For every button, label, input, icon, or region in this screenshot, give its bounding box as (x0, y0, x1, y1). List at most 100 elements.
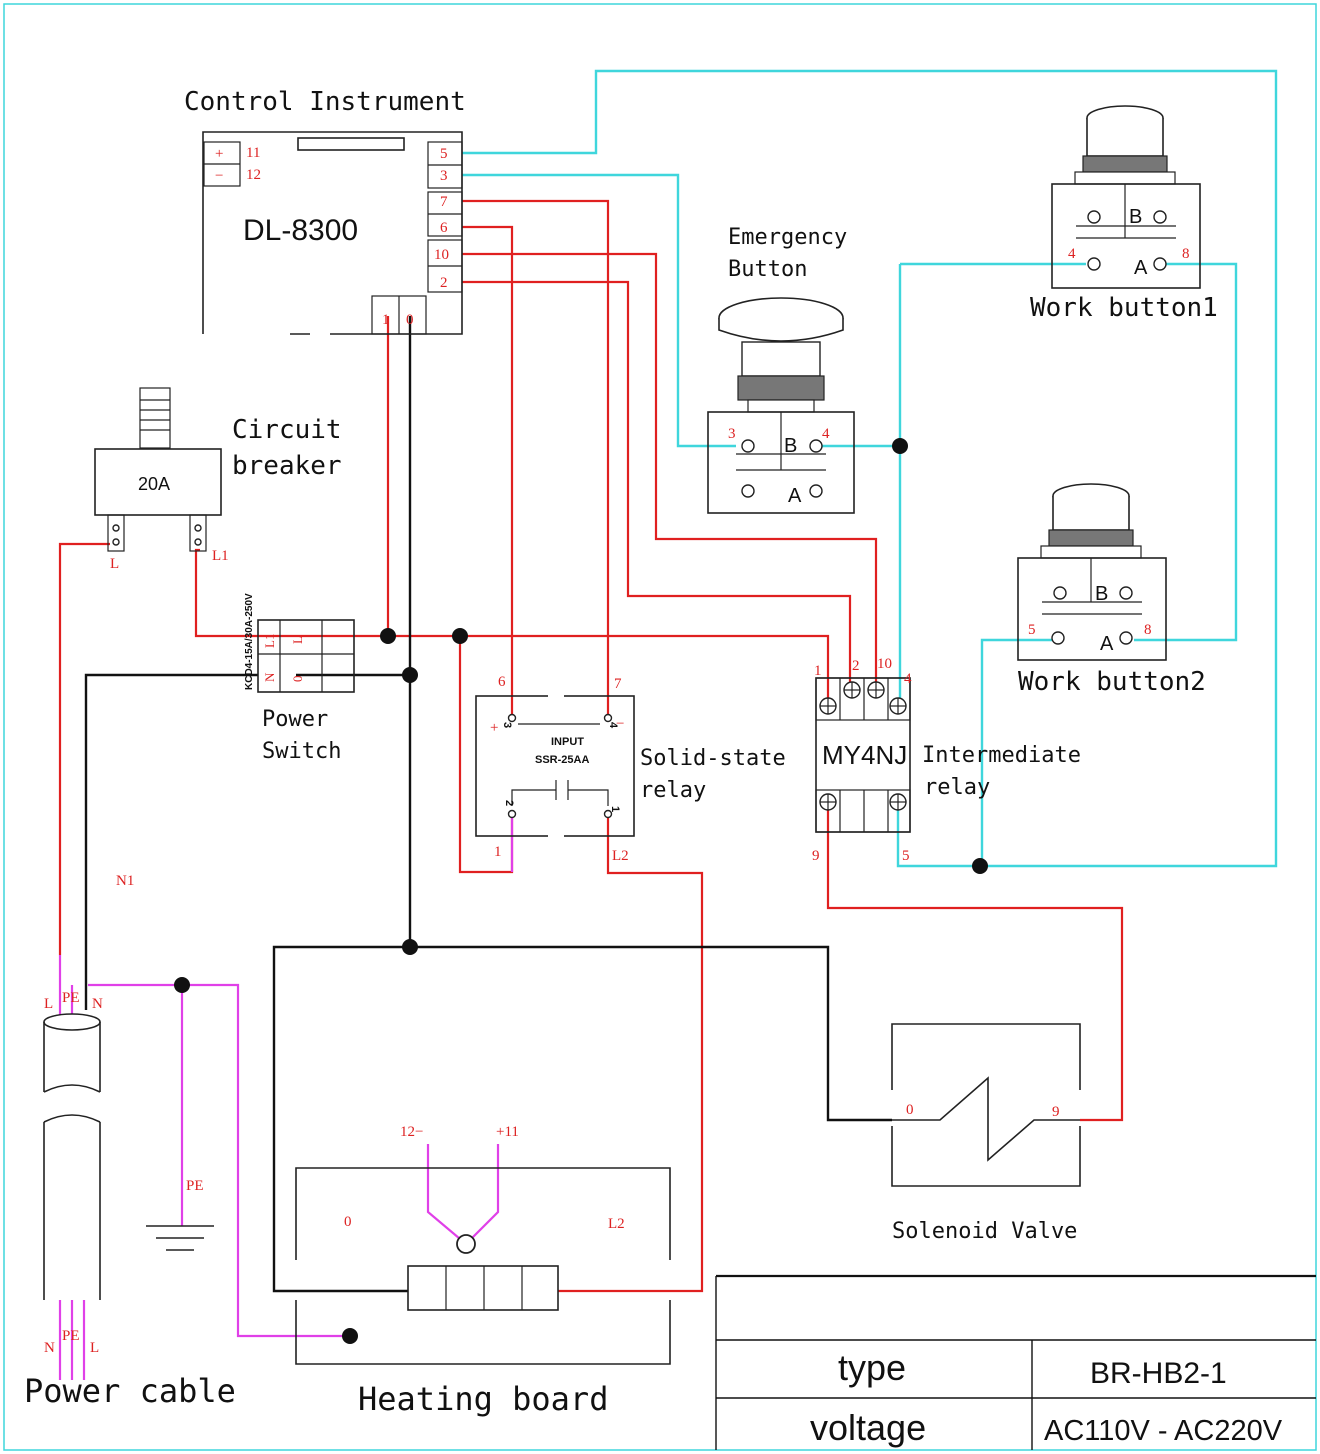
svg-text:9: 9 (812, 848, 820, 864)
svg-text:11: 11 (246, 145, 260, 161)
spec-type-value: BR-HB2-1 (1090, 1357, 1227, 1390)
svg-text:4: 4 (1068, 246, 1076, 262)
wires-neutral-black (84, 316, 892, 1293)
control-instrument-model: DL-8300 (243, 214, 358, 247)
n1-label: N1 (116, 873, 134, 889)
svg-text:PE: PE (62, 990, 80, 1006)
svg-text:−: − (616, 716, 624, 732)
ssr-title-2: relay (640, 778, 706, 803)
svg-text:1: 1 (609, 806, 621, 812)
spec-type-label: type (838, 1347, 906, 1388)
junction-nodes (174, 438, 988, 1344)
breaker-rating: 20A (138, 474, 170, 494)
svg-text:A: A (1100, 633, 1114, 655)
emergency-button: Emergency Button 3 4 B A (707, 225, 855, 514)
svg-text:L2: L2 (608, 1216, 625, 1232)
svg-text:7: 7 (440, 194, 448, 210)
svg-text:2: 2 (852, 658, 860, 674)
svg-text:INPUT: INPUT (551, 736, 584, 748)
svg-text:L: L (290, 636, 305, 644)
emergency-title-1: Emergency (728, 225, 847, 250)
emergency-title-2: Button (728, 257, 807, 282)
switch-title-1: Power (262, 707, 328, 732)
svg-text:N: N (44, 1340, 55, 1356)
switch-rating: KCD4-15A/30A-250V (244, 593, 255, 690)
relay-title-1: Intermediate (922, 743, 1081, 768)
svg-text:3: 3 (440, 168, 448, 184)
power-switch: KCD4-15A/30A-250V L1 L N 0 Power Switch (244, 593, 355, 764)
svg-text:B: B (784, 435, 797, 457)
svg-text:4: 4 (607, 722, 619, 729)
heating-board-title: Heating board (358, 1380, 608, 1418)
svg-text:PE: PE (62, 1328, 80, 1344)
control-instrument: Control Instrument + 11 − 12 DL-8300 5 3… (184, 87, 466, 335)
spec-voltage-label: voltage (810, 1407, 926, 1448)
svg-text:0: 0 (406, 312, 414, 328)
wires-earth-magenta (58, 816, 514, 1380)
work-button-2: 5 8 B A Work button2 (1017, 483, 1206, 697)
svg-text:+: + (490, 720, 498, 736)
spec-table: type BR-HB2-1 voltage AC110V - AC220V (715, 1274, 1316, 1450)
svg-text:B: B (1095, 583, 1108, 605)
solenoid-valve: 0 9 Solenoid Valve (891, 1023, 1081, 1244)
svg-text:4: 4 (904, 671, 912, 687)
svg-text:L1: L1 (262, 634, 277, 648)
svg-text:L1: L1 (212, 548, 229, 564)
spec-voltage-value: AC110V - AC220V (1044, 1415, 1283, 1447)
ssr-title-1: Solid-state (640, 746, 786, 771)
svg-text:B: B (1129, 206, 1142, 228)
svg-text:L: L (90, 1340, 99, 1356)
svg-text:L: L (110, 556, 119, 572)
svg-text:L2: L2 (612, 848, 629, 864)
svg-text:PE: PE (186, 1178, 204, 1194)
svg-text:1: 1 (382, 312, 390, 328)
svg-text:5: 5 (440, 146, 448, 162)
svg-text:L: L (44, 996, 53, 1012)
circuit-breaker: 20A L L1 Circuit breaker (94, 387, 342, 572)
svg-text:12−: 12− (400, 1124, 423, 1140)
svg-text:3: 3 (728, 426, 736, 442)
relay-title-2: relay (924, 775, 990, 800)
work-button2-title: Work button2 (1018, 667, 1206, 697)
power-cable: L PE N N PE L Power cable (24, 990, 236, 1410)
wires-live-red (58, 199, 1124, 1293)
svg-text:SSR-25AA: SSR-25AA (535, 754, 589, 766)
control-instrument-title: Control Instrument (184, 87, 466, 117)
svg-text:A: A (1134, 257, 1148, 279)
svg-text:0: 0 (906, 1102, 914, 1118)
svg-text:5: 5 (1028, 622, 1036, 638)
svg-text:−: − (215, 168, 223, 184)
switch-title-2: Switch (262, 739, 341, 764)
svg-text:5: 5 (902, 848, 910, 864)
svg-text:8: 8 (1144, 622, 1152, 638)
svg-text:8: 8 (1182, 246, 1190, 262)
svg-text:+: + (215, 146, 223, 162)
svg-text:10: 10 (434, 247, 449, 263)
svg-text:+11: +11 (496, 1124, 519, 1140)
svg-text:6: 6 (498, 674, 506, 690)
breaker-title-1: Circuit (232, 415, 342, 445)
relay-model: MY4NJ (822, 740, 907, 770)
solid-state-relay: 6 7 1 L2 + − 3 4 2 1 INPUT SSR-25AA Soli… (475, 674, 786, 864)
work-button-1: 4 8 B A Work button1 (1030, 105, 1218, 323)
solenoid-title: Solenoid Valve (892, 1219, 1077, 1244)
svg-text:12: 12 (246, 167, 261, 183)
svg-text:10: 10 (877, 656, 892, 672)
sheet-border (3, 3, 1317, 1451)
svg-text:0: 0 (290, 676, 305, 683)
svg-text:7: 7 (614, 676, 622, 692)
svg-text:9: 9 (1052, 1104, 1060, 1120)
svg-text:N: N (92, 996, 103, 1012)
ground-symbol: PE (146, 1178, 214, 1251)
svg-text:1: 1 (494, 844, 502, 860)
heating-board: 12− +11 0 L2 Heating board (295, 1124, 671, 1418)
power-cable-title: Power cable (24, 1372, 236, 1410)
svg-text:N: N (262, 672, 277, 682)
svg-text:3: 3 (501, 722, 513, 728)
svg-text:4: 4 (822, 426, 830, 442)
intermediate-relay: 1 2 10 4 9 5 MY4NJ Intermediate relay (812, 656, 1081, 864)
wires-control-cyan (462, 69, 1278, 868)
breaker-title-2: breaker (232, 451, 342, 481)
svg-text:6: 6 (440, 220, 448, 236)
